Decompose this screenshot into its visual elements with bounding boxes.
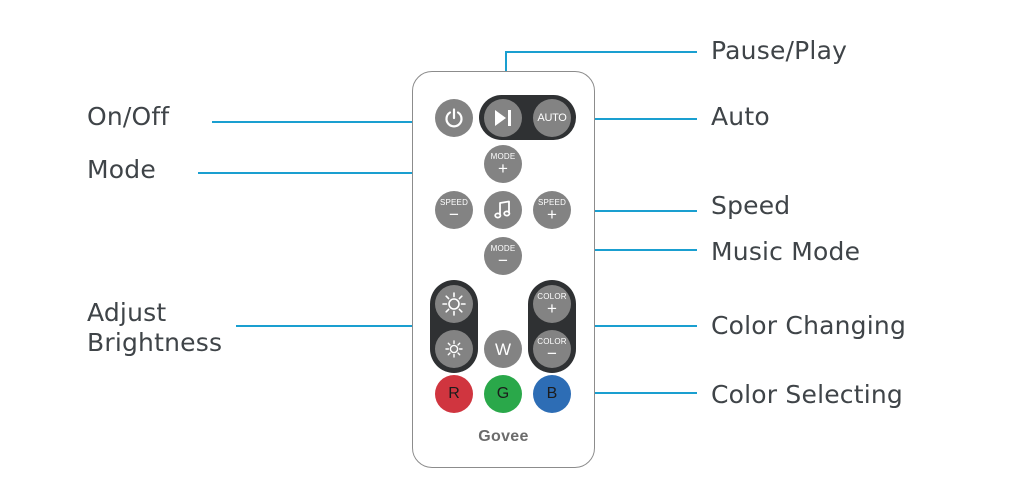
label-speed: Speed [711,191,791,220]
mode-plus-button[interactable]: MODE + [484,145,522,183]
speed-minus-button[interactable]: SPEED − [435,191,473,229]
red-button-label: R [448,385,460,402]
white-button[interactable]: W [484,330,522,368]
blue-button-label: B [546,385,558,402]
label-music-mode: Music Mode [711,237,861,266]
speed-plus-button[interactable]: SPEED + [533,191,571,229]
label-color-changing: Color Changing [711,311,907,340]
speed-plus-sign: + [547,204,557,224]
label-color-selecting: Color Selecting [711,380,904,409]
speed-plus-text: SPEED [537,197,567,207]
label-adjust: Adjust [87,298,167,327]
label-auto: Auto [711,102,770,131]
mode-minus-text: MODE [490,243,516,253]
mode-minus-button[interactable]: MODE − [484,237,522,275]
sun-large-icon [441,291,467,317]
power-button[interactable] [435,99,473,137]
auto-button[interactable]: AUTO [533,99,571,137]
red-button[interactable]: R [435,375,473,413]
green-button-label: G [496,385,510,402]
color-plus-sign: + [547,298,557,318]
sun-small-icon [444,339,464,359]
mode-plus-text: MODE [490,151,516,161]
color-minus-text: COLOR [537,336,567,346]
color-minus-button[interactable]: COLOR − [533,330,571,368]
blue-button[interactable]: B [533,375,571,413]
play-pause-icon [492,108,514,128]
brand-logo: Govee [478,428,529,445]
speed-minus-text: SPEED [439,197,469,207]
music-note-icon [492,199,514,221]
label-pause-play: Pause/Play [711,36,848,65]
power-icon [443,107,465,129]
music-mode-button[interactable] [484,191,522,229]
color-plus-text: COLOR [537,291,567,301]
mode-plus-sign: + [498,158,508,178]
color-minus-sign: − [547,343,557,363]
mode-minus-sign: − [498,250,508,270]
color-plus-button[interactable]: COLOR + [533,285,571,323]
play-pause-button[interactable] [484,99,522,137]
white-button-label: W [494,339,512,359]
label-brightness: Brightness [87,328,223,357]
label-mode: Mode [87,155,156,184]
label-on-off: On/Off [87,102,170,131]
brightness-down-button[interactable] [435,330,473,368]
speed-minus-sign: − [449,204,459,224]
brightness-up-button[interactable] [435,285,473,323]
green-button[interactable]: G [484,375,522,413]
auto-button-label: AUTO [537,112,567,124]
